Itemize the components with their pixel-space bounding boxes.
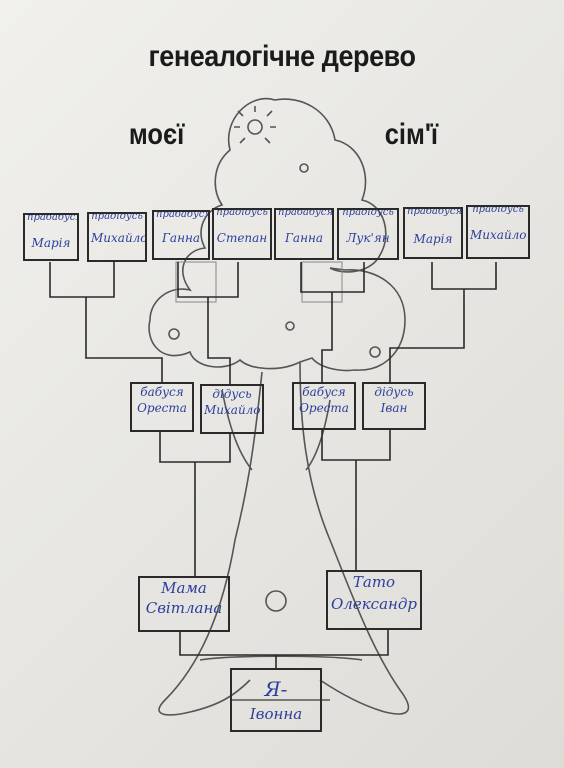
sun-drawing: [247, 119, 263, 135]
person-role: прабабуся: [278, 208, 333, 218]
person-card: прадідусь Михайло: [87, 212, 147, 262]
person-card-mother: Мама Світлана: [138, 576, 230, 632]
page-title: генеалогічне дерево: [148, 40, 416, 73]
person-role: дідусь: [374, 385, 414, 399]
person-role: прадідусь: [342, 208, 394, 218]
tree-canopy: [148, 97, 406, 372]
person-role: прадідусь: [91, 212, 143, 222]
person-name: Лук'ян: [346, 231, 390, 245]
person-name: Ганна: [284, 231, 324, 245]
person-name: Іван: [380, 401, 408, 415]
person-card: прабабуся Ганна: [152, 210, 210, 260]
person-card: прабабуся Марія: [23, 213, 79, 261]
trunk-knot: [265, 590, 287, 612]
person-card: прадідусь Лук'ян: [337, 208, 399, 260]
person-name: Ореста: [299, 401, 349, 415]
person-name: Івонна: [249, 705, 303, 723]
person-role: бабуся: [140, 385, 184, 399]
person-role: Мама: [161, 579, 207, 597]
person-name: Ореста: [137, 401, 187, 415]
person-name: Марія: [31, 236, 71, 250]
person-name: Михайло: [470, 228, 527, 242]
person-role: Я-: [264, 677, 288, 701]
person-role: Тато: [352, 573, 396, 591]
person-role: прабабуся: [27, 213, 79, 223]
person-role: дідусь: [212, 387, 252, 401]
person-name: Марія: [413, 232, 453, 246]
person-name: Степан: [216, 231, 268, 245]
person-card-self: Я- Івонна: [230, 668, 322, 732]
tree-trunk: [158, 361, 410, 716]
person-card: бабуся Ореста: [130, 382, 194, 432]
person-card: прадідусь Степан: [212, 208, 272, 260]
subtitle-left: моєї: [128, 118, 185, 151]
person-role: прабабуся: [407, 207, 462, 217]
person-role: прадідусь: [216, 208, 268, 218]
person-card: дідусь Михайло: [200, 384, 264, 434]
person-card: прадідусь Михайло: [466, 205, 530, 259]
person-name: Михайло: [91, 231, 147, 245]
person-role: бабуся: [302, 385, 346, 399]
person-card: дідусь Іван: [362, 382, 426, 430]
person-card: бабуся Ореста: [292, 382, 356, 430]
person-role: прабабуся: [156, 210, 210, 220]
person-name: Світлана: [145, 599, 223, 617]
person-name: Михайло: [204, 403, 261, 417]
person-name: Олександр: [330, 595, 417, 613]
person-card: прабабуся Ганна: [274, 208, 334, 260]
person-card-father: Тато Олександр: [326, 570, 422, 630]
person-role: прадідусь: [472, 205, 524, 215]
person-name: Ганна: [161, 231, 201, 245]
person-card: прабабуся Марія: [403, 207, 463, 259]
subtitle-right: сім'ї: [384, 118, 439, 151]
